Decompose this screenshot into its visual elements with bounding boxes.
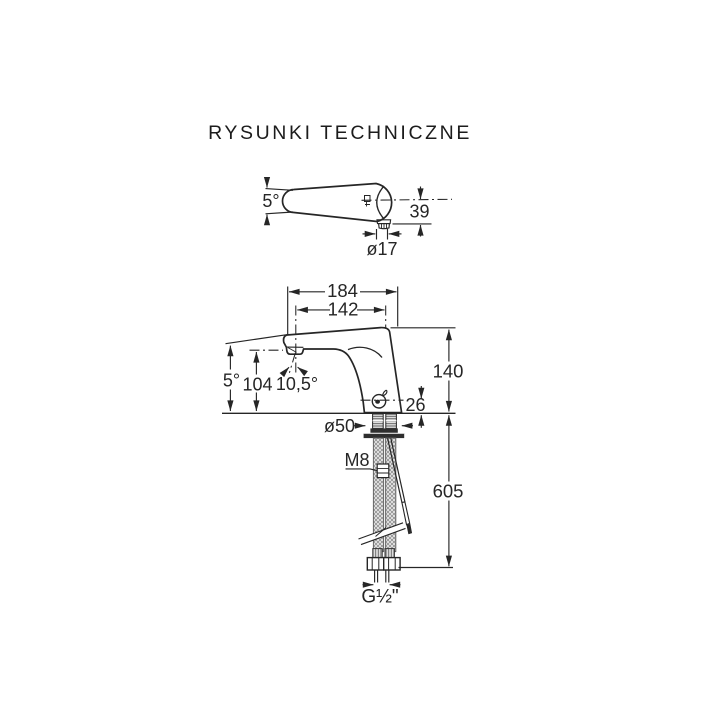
dim-spout-angle: 5° xyxy=(219,333,289,412)
dim-aerator-diameter: ø17 xyxy=(362,229,402,259)
nozzle-shade-line xyxy=(287,347,297,353)
dim-aerator-drop: 39 xyxy=(392,186,432,237)
dim-connection-thread: G½" xyxy=(361,581,401,608)
hose-length-label: 605 xyxy=(433,481,464,502)
outlet-height-label: 104 xyxy=(242,375,272,395)
hose-break-mark xyxy=(358,522,406,546)
stream-angle-label: 10,5° xyxy=(276,374,318,394)
aerator-drop-label: 39 xyxy=(409,202,429,222)
connection-thread-label: G½" xyxy=(361,587,398,608)
total-reach-label: 184 xyxy=(327,280,358,301)
base-diameter-label: ø50 xyxy=(324,416,355,436)
dim-taper-angle: 5° xyxy=(262,177,294,226)
hose-nut-right xyxy=(383,556,401,571)
dim-body-height: 140 xyxy=(390,327,467,412)
handle-dome-arc xyxy=(376,185,385,220)
body-shoulder-curve xyxy=(347,346,383,358)
page-title: RYSUNKI TECHNICZNE xyxy=(208,122,472,144)
spout-reach-label: 142 xyxy=(328,299,359,320)
dim-base-diameter: ø50 xyxy=(324,416,413,436)
top-view: 5° 39 ø17 xyxy=(262,177,453,259)
sensor-icon xyxy=(371,389,388,409)
stream-angle-line xyxy=(288,352,296,373)
hose-end-fittings xyxy=(366,548,401,583)
fixing-stud-label: M8 xyxy=(344,450,369,470)
sensor-height-label: 26 xyxy=(405,395,425,415)
handle-outline xyxy=(281,182,393,223)
front-view: 184 142 5° xyxy=(219,280,467,608)
hose-collar-right xyxy=(384,548,395,559)
label-mask xyxy=(403,398,428,413)
dim-spout-reach: 142 xyxy=(297,299,385,320)
top-view-centerline xyxy=(361,198,453,201)
threaded-shanks xyxy=(372,413,397,430)
mounting-flange xyxy=(363,428,405,439)
label-mask xyxy=(430,481,467,501)
dim-stream-angle: 10,5° xyxy=(276,366,318,394)
aerator-nozzle xyxy=(376,219,392,230)
body-height-label: 140 xyxy=(433,361,464,382)
taper-angle-label: 5° xyxy=(262,191,279,211)
aerator-diameter-label: ø17 xyxy=(366,239,397,259)
hose-collar-left xyxy=(372,548,383,559)
handle-detail-mark xyxy=(364,195,371,207)
hose-nut-left xyxy=(366,556,385,571)
dim-outlet-height: 104 xyxy=(240,349,283,412)
label-mask xyxy=(219,369,243,390)
spout-angle-label: 5° xyxy=(223,371,240,391)
dim-hose-length: 605 xyxy=(398,415,467,569)
label-mask xyxy=(430,361,467,381)
m8-fixing-stud: M8 xyxy=(344,450,390,479)
dim-total-reach: 184 xyxy=(287,280,399,336)
sensor-cable xyxy=(387,438,413,535)
dim-sensor-height: 26 xyxy=(403,386,428,428)
faucet-outline xyxy=(282,326,403,414)
label-mask xyxy=(240,374,274,393)
